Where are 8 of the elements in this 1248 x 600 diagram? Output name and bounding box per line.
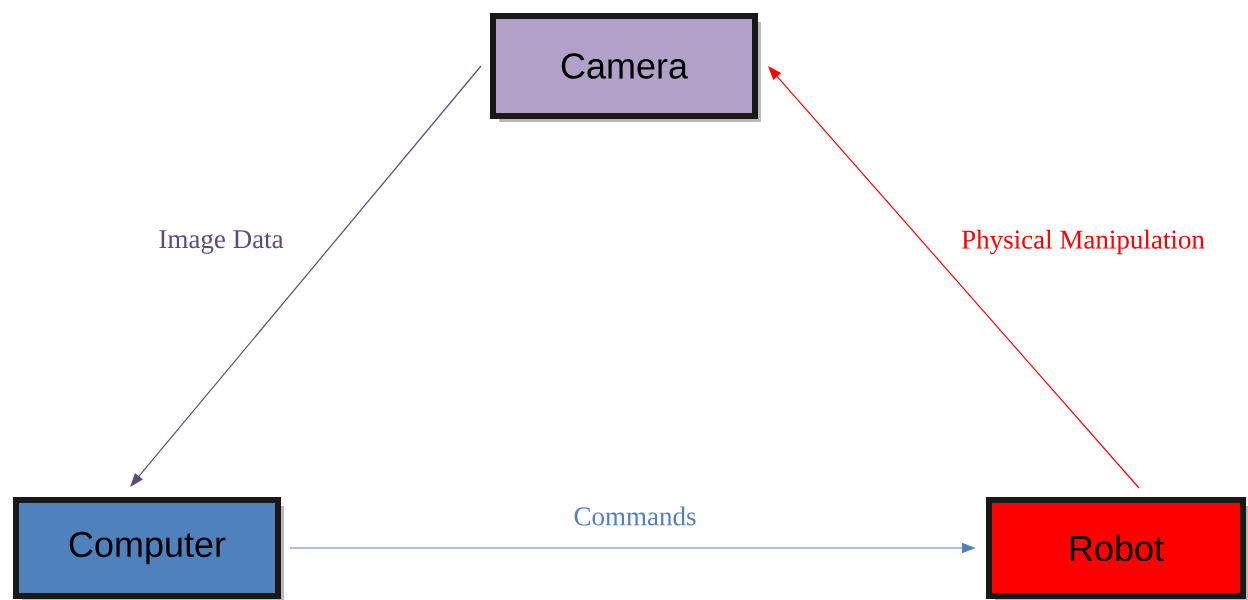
edge-label: Commands	[571, 504, 699, 528]
edge-label: Image Data	[156, 228, 286, 256]
process-box: Camera	[490, 13, 761, 122]
arrow	[130, 65, 482, 487]
arrow	[768, 66, 1140, 489]
edge-label: Physical Manipulation	[959, 227, 1207, 257]
process-box: Robot	[986, 497, 1248, 600]
process-box: Computer	[13, 497, 284, 600]
